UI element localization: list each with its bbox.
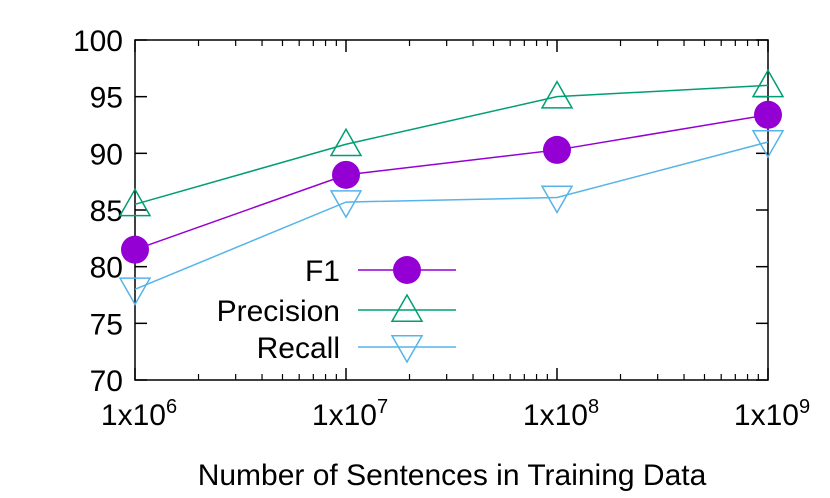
y-tick-label: 90 [90, 138, 123, 171]
data-point-precision [118, 187, 152, 217]
data-point-recall [118, 277, 152, 306]
data-point-precision [540, 80, 574, 109]
series-line-recall [134, 141, 769, 291]
legend-label-f1: F1 [305, 255, 340, 288]
series-layer [118, 68, 785, 306]
series-precision [118, 68, 785, 217]
legend-marker-f1 [393, 256, 421, 284]
data-point-f1 [332, 160, 360, 189]
legend-marker-recall [390, 335, 424, 364]
legend-marker-precision [390, 293, 424, 322]
y-tick-label: 70 [90, 365, 123, 398]
data-point-f1 [121, 235, 149, 264]
data-point-recall [329, 190, 363, 219]
series-line-precision [134, 84, 769, 206]
x-tick-label: 1x108 [523, 396, 599, 432]
y-tick-label: 95 [90, 82, 123, 115]
y-tick-label: 85 [90, 195, 123, 228]
x-tick-exponent: 8 [588, 396, 599, 418]
x-tick-base: 1x10 [101, 399, 166, 432]
y-tick-label: 75 [90, 308, 123, 341]
data-point-recall [751, 130, 785, 159]
x-tick-label: 1x107 [312, 396, 388, 432]
x-tick-base: 1x10 [734, 399, 799, 432]
x-tick-base: 1x10 [523, 399, 588, 432]
x-tick-label: 1x109 [734, 396, 810, 432]
data-point-precision [329, 127, 363, 157]
series-recall [118, 130, 785, 306]
data-point-recall [540, 185, 574, 215]
x-tick-base: 1x10 [312, 399, 377, 432]
legend-label-precision: Precision [217, 295, 340, 328]
x-tick-exponent: 6 [166, 396, 177, 418]
x-tick-exponent: 9 [799, 396, 810, 418]
x-axis-title: Number of Sentences in Training Data [198, 459, 707, 492]
series-f1 [121, 100, 782, 264]
data-point-f1 [543, 135, 571, 164]
series-line-f1 [134, 114, 769, 251]
legend-label-recall: Recall [257, 332, 340, 365]
x-tick-exponent: 7 [377, 396, 388, 418]
data-point-f1 [754, 100, 782, 129]
y-tick-label: 100 [73, 25, 123, 58]
x-tick-label: 1x106 [101, 396, 177, 432]
y-tick-label: 80 [90, 252, 123, 285]
data-point-precision [751, 68, 785, 98]
